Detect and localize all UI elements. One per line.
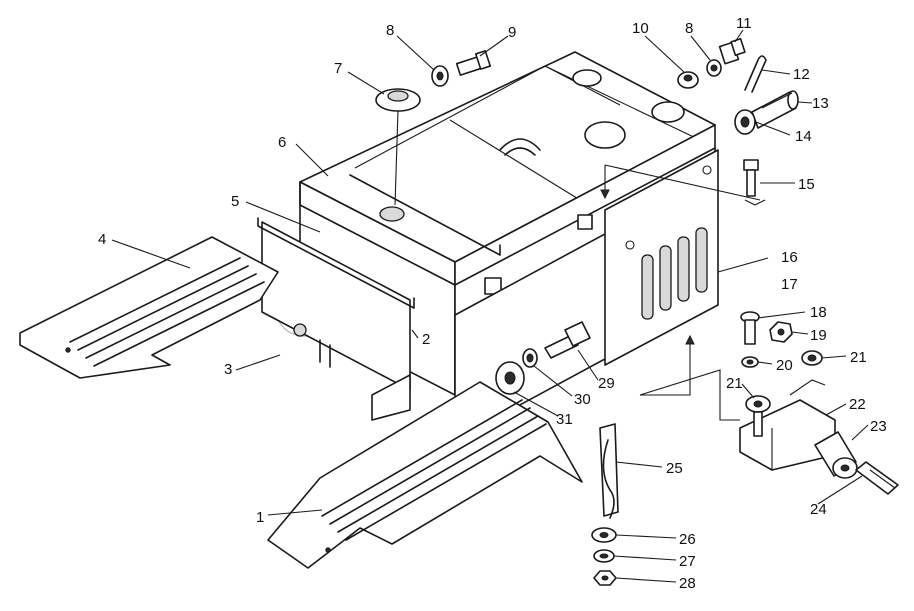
callout-22: 22 <box>849 396 866 413</box>
callout-12: 12 <box>793 66 810 83</box>
step-plate-bottom <box>267 381 583 569</box>
callout-16: 16 <box>781 249 798 266</box>
callout-11: 11 <box>736 15 752 32</box>
part-18-bolt <box>740 311 760 345</box>
callout-19: 19 <box>810 327 827 344</box>
callout-25: 25 <box>666 460 683 477</box>
callout-18: 18 <box>810 304 827 321</box>
part-8-nut-left <box>431 65 449 87</box>
part-19-nut <box>769 321 793 343</box>
callout-30: 30 <box>574 391 591 408</box>
callout-21b: 21 <box>726 375 743 392</box>
callout-2: 2 <box>422 331 430 348</box>
callout-28: 28 <box>679 575 696 592</box>
callout-27: 27 <box>679 553 696 570</box>
part-8-nut-right <box>706 59 722 77</box>
callout-6: 6 <box>278 134 286 151</box>
callout-13: 13 <box>812 95 829 112</box>
part-28-nut <box>593 570 617 586</box>
part-11-bolt <box>718 37 746 65</box>
callout-21a: 21 <box>850 349 867 366</box>
callout-17: 17 <box>781 276 798 293</box>
assembly-lines <box>600 164 826 421</box>
part-10-washer <box>677 71 699 89</box>
part-21-washer-right <box>801 350 823 366</box>
part-14-washer <box>734 109 756 135</box>
callout-5: 5 <box>231 193 239 210</box>
leader-lines <box>111 29 869 583</box>
callout-8a: 8 <box>386 22 394 39</box>
part-12-cotter-pin <box>744 55 767 93</box>
side-cover <box>604 149 719 366</box>
callout-numbers: 1 2 3 4 5 6 7 8 9 10 8 11 12 13 14 15 16… <box>98 15 887 592</box>
part-31-washer <box>495 361 525 395</box>
part-15-bolt <box>743 159 766 206</box>
callout-29: 29 <box>598 375 615 392</box>
callout-4: 4 <box>98 231 106 248</box>
part-23-bushing <box>814 431 858 479</box>
part-30-washer <box>522 348 538 368</box>
part-24-bolt <box>855 461 899 495</box>
callout-8b: 8 <box>685 20 693 37</box>
callout-1: 1 <box>256 509 264 526</box>
part-7-cap <box>375 88 421 206</box>
callout-24: 24 <box>810 501 827 518</box>
part-29-bolt <box>544 321 591 359</box>
part-13-handle <box>751 90 799 129</box>
callout-26: 26 <box>679 531 696 548</box>
callout-7: 7 <box>334 60 342 77</box>
part-20-lock-washer <box>741 356 759 368</box>
callout-15: 15 <box>798 176 815 193</box>
part-9-bolt <box>455 50 492 76</box>
step-plate-left <box>19 236 279 379</box>
part-25-clamp <box>599 423 619 519</box>
part-26-washer <box>591 527 617 543</box>
callout-9: 9 <box>508 24 516 41</box>
callout-31: 31 <box>556 411 573 428</box>
callout-14: 14 <box>795 128 812 145</box>
callout-20: 20 <box>776 357 793 374</box>
part-22-bracket <box>739 395 836 471</box>
callout-3: 3 <box>224 361 232 378</box>
part-27-lock-washer <box>593 549 615 563</box>
callout-10: 10 <box>632 20 649 37</box>
callout-23: 23 <box>870 418 887 435</box>
